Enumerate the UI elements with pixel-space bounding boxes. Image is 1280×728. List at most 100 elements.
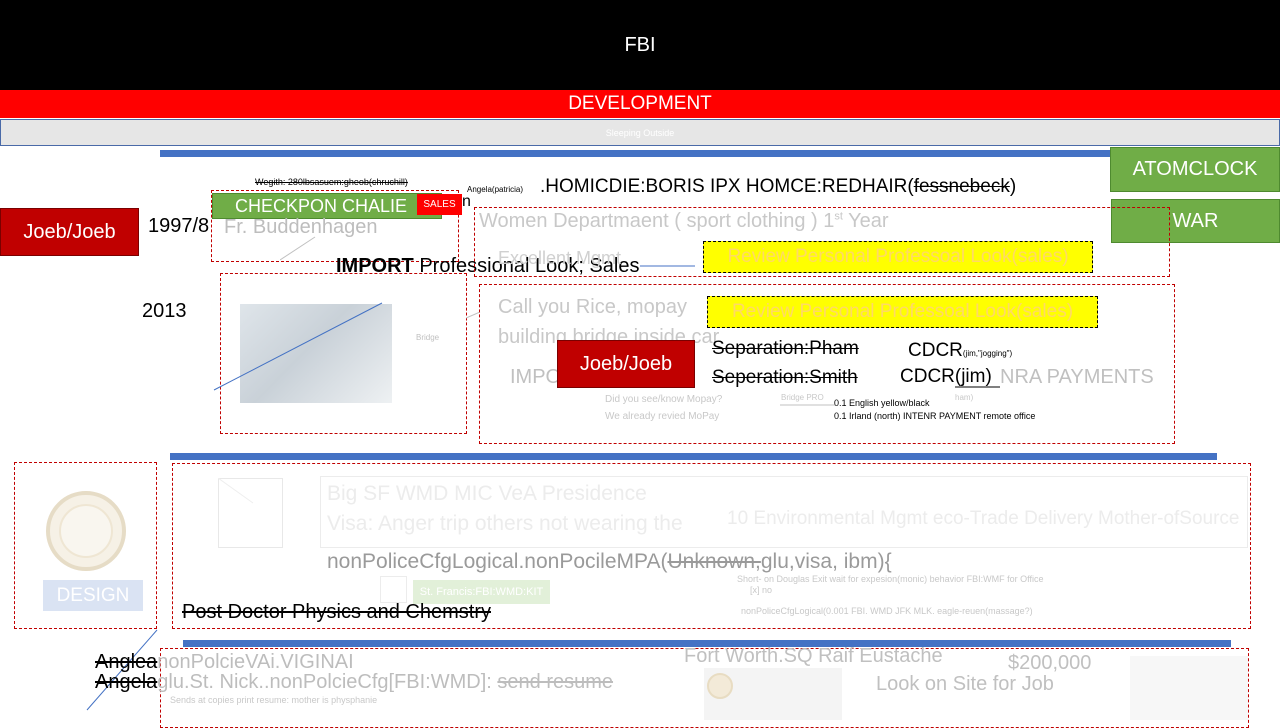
separation-smith: Seperation:Smith [712,367,858,388]
small-checkbox[interactable] [380,576,407,603]
angela-line-1: AngleanonPolcieVAi.VIGINAI [95,651,354,674]
angela-2-strike-tail: send resume [497,671,614,693]
seal-icon [46,491,126,571]
connector-line-2 [640,265,695,267]
angela-2-strike: Angela [95,671,158,693]
joeb-label-left: Joeb/Joeb [23,220,116,243]
bottom-small-note: Sends at copies print resume: mother is … [170,695,378,705]
checkpoint-label: CHECKPON CHALIE [235,195,408,216]
import-faded: IMPO [510,366,562,388]
note-irland: 0.1 Irland (north) INTENR PAYMENT remote… [834,411,1036,421]
angela-2-rest: glu.St. Nick..nonPolcieCfg[FBI:WMD]: [157,671,498,693]
fort-worth: Fort Worth.SQ Raif Eustache [684,645,943,667]
atomclock-button[interactable]: ATOMCLOCK [1110,147,1280,192]
sales-badge: SALES [417,194,462,215]
separation-pham: Separation:Pham [712,338,859,359]
code-strike: Unknown, [667,550,761,573]
post-doctor: Post Doctor Physics and Chemstry [182,601,491,623]
atomclock-label: ATOMCLOCK [1132,158,1258,180]
intenra-payments: NRA PAYMENTS [1000,366,1154,388]
fr-buddenhagen: Fr. Buddenhagen [224,216,378,238]
divider-bar-middle [170,453,1217,460]
development-label: DEVELOPMENT [568,93,712,114]
year-2013: 2013 [142,300,187,322]
connector-line-3 [466,311,481,319]
code-line: nonPoliceCfgLogical.nonPocileMPA(Unknown… [327,550,892,574]
homicide-close: ) [1009,176,1017,197]
design-button[interactable]: DESIGN [43,580,143,611]
photo-box [220,273,467,434]
joeb-button-middle[interactable]: Joeb/Joeb [557,340,695,388]
design-box [14,462,157,629]
salary: $200,000 [1008,652,1092,674]
sleeping-label: Sleeping Outside [605,127,675,138]
connector-line-4 [780,404,835,406]
building-photo [240,304,392,403]
checkpoint-box [211,190,459,262]
angela-1-rest: nonPolcieVAi.VIGINAI [157,651,354,673]
women-dept-text: Women Departmaent ( sport clothing ) 1 [479,210,835,232]
review-box-2: Review Personal Professoal Look(sales) [707,296,1098,328]
cdcr-1: CDCR(jim,"jogging") [908,340,1012,362]
document-thumbnail [218,478,283,548]
trailing-n: n [462,193,471,210]
look-on-site: Look on Site for Job [876,673,1054,695]
header-title: FBI [624,33,656,56]
short-note-2: [x] no [750,585,773,595]
review-box-1: Review Personal Professoal Look(sales) [703,241,1093,273]
sleeping-bar: Sleeping Outside [0,119,1280,146]
divider-bar-top [160,150,1120,157]
faded-panel [320,476,1248,548]
sales-badge-label: SALES [423,199,456,210]
bridge-small-tail: ham) [955,393,974,402]
code-rest: glu,visa, ibm){ [760,550,892,573]
women-dept-subtitle: Excellent Mgmt [498,248,622,268]
war-label: WAR [1172,209,1219,232]
women-dept-year: Year [842,210,889,232]
angela-1-strike: Anglea [95,651,158,673]
cdcr-1-sub: (jim,"jogging") [962,349,1013,358]
war-button[interactable]: WAR [1111,199,1280,243]
code-prefix: nonPoliceCfgLogical.nonPocileMPA( [327,550,668,573]
thumbnail-diagonal [218,478,254,504]
women-dept-title: Women Departmaent ( sport clothing ) 1st… [479,210,889,233]
joeb-label-middle: Joeb/Joeb [579,352,673,375]
right-faded-line: 10 Environmental Mgmt eco-Trade Delivery… [727,508,1240,529]
divider-bar-bottom [183,640,1231,647]
call-line-1: Call you Rice, mopay [498,296,687,318]
development-bar: DEVELOPMENT [0,90,1280,118]
bottom-seal-icon [707,673,733,699]
review-text-2: Review Personal Professoal Look(sales) [731,301,1074,322]
joeb-button-left[interactable]: Joeb/Joeb [0,208,139,256]
angela-line-2: Angelaglu.St. Nick..nonPolcieCfg[FBI:WMD… [95,671,613,694]
import-bold: IMPORT [336,255,414,277]
angela-small: Angela(patricia) [467,185,524,194]
weight-note: Wegith: 280lbsasuem:gheob(chruchill) [255,177,408,187]
cdcr-2: CDCR(jim) [900,366,992,387]
policy-box [172,463,1251,629]
homicide-strike-text: fessnebeck [913,176,1010,197]
note-english: 0.1 English yellow/black [834,398,930,408]
review-text-1: Review Personal Professoal Look(sales) [727,246,1069,267]
connector-line-1 [280,236,316,261]
green-tag-label: St. Francis:FBI:WMD:KIT [419,586,544,598]
call-box [479,284,1175,444]
green-tag: St. Francis:FBI:WMD:KIT [413,580,550,604]
homicide-line: .HOMICDIE:BORIS IPX HOMCE:REDHAIR(fessne… [540,176,1016,198]
cdcr-2-strike [955,386,1000,388]
logical-note: nonPoliceCfgLogical(0.001 FBI. WMD JFK M… [741,606,1033,616]
homicide-text: .HOMICDIE:BORIS IPX HOMCE:REDHAIR( [540,176,914,197]
design-label: DESIGN [56,584,130,606]
bridge-small: Bridge PRO [781,393,824,402]
faded-line-1: Big SF WMD MIC VeA Presidence [327,482,647,505]
photo-diagonal-line [213,302,383,391]
bottom-diagonal-line [86,629,158,711]
women-dept-sup: st [834,210,843,223]
faded-line-2: Visa: Anger trip others not wearing the [327,512,683,535]
already-revied: We already revied MoPay [605,411,720,422]
women-dept-box [474,207,1170,277]
cdcr-1-text: CDCR [908,340,963,361]
header-bar: FBI [0,0,1280,90]
short-note: Short- on Douglas Exit wait for expesion… [737,574,1044,584]
did-you-see: Did you see/know Mopay? [605,394,723,405]
